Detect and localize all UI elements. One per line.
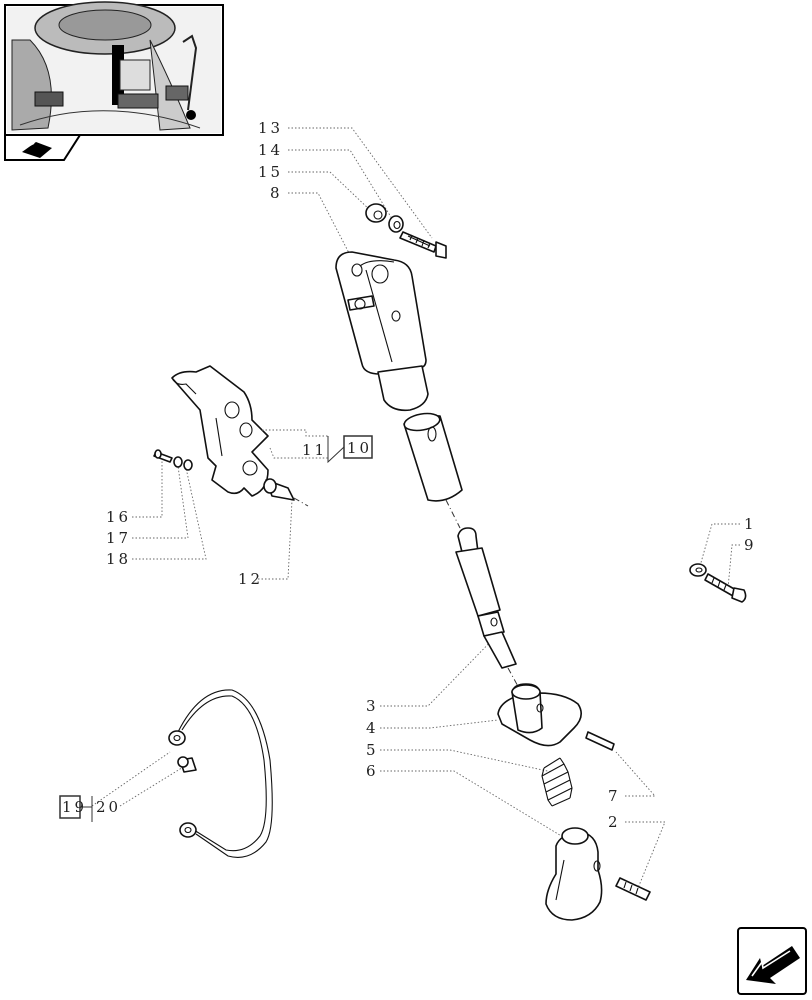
washer-1 [689,563,707,577]
shaft-3 [455,527,521,691]
callout-12: 12 [238,570,263,588]
callout-3: 3 [366,697,379,715]
nut-18 [183,459,193,471]
callout-4: 4 [366,719,379,737]
callout-2: 2 [608,813,621,831]
callout-19: 19 [62,798,87,816]
callout-5: 5 [366,741,379,759]
bracket-10-11 [327,436,345,464]
callout-6: 6 [366,762,379,780]
bolt-13 [399,231,447,259]
pin-7 [585,731,615,751]
next-page-arrow-icon[interactable] [737,927,807,995]
callout-10: 10 [347,439,372,457]
callout-18: 18 [106,550,131,568]
pin-2 [615,877,651,901]
bolt-16 [153,449,173,463]
callout-11: 11 [302,441,327,459]
clevis-8 [335,251,429,412]
pin-11 [263,478,309,507]
knob-base-4 [497,683,582,747]
leader-lines [91,127,740,889]
callout-20: 20 [96,798,121,816]
tube-upper [403,412,463,529]
callout-17: 17 [106,529,131,547]
callout-1: 1 [744,515,757,533]
callout-9: 9 [744,536,757,554]
bracket [171,365,269,497]
washer-17 [173,456,183,468]
knob-6 [545,827,603,921]
callout-16: 16 [106,508,131,526]
leader-11 [262,429,328,459]
location-thumbnail [4,1,224,136]
callout-7: 7 [608,787,621,805]
cable-19 [168,689,273,858]
callout-13: 13 [258,119,283,137]
spring-5 [541,757,573,807]
callouts: 13 14 15 8 11 10 16 17 18 12 1 9 3 4 5 6… [62,119,757,831]
bolt-9 [704,573,747,603]
view-tab-icon [4,134,82,161]
screw-20 [177,756,197,773]
spacer-15 [365,203,387,223]
callout-14: 14 [258,141,283,159]
bracket-19-20 [80,796,93,822]
washer-14 [388,215,404,233]
callout-8: 8 [270,184,283,202]
callout-15: 15 [258,163,283,181]
